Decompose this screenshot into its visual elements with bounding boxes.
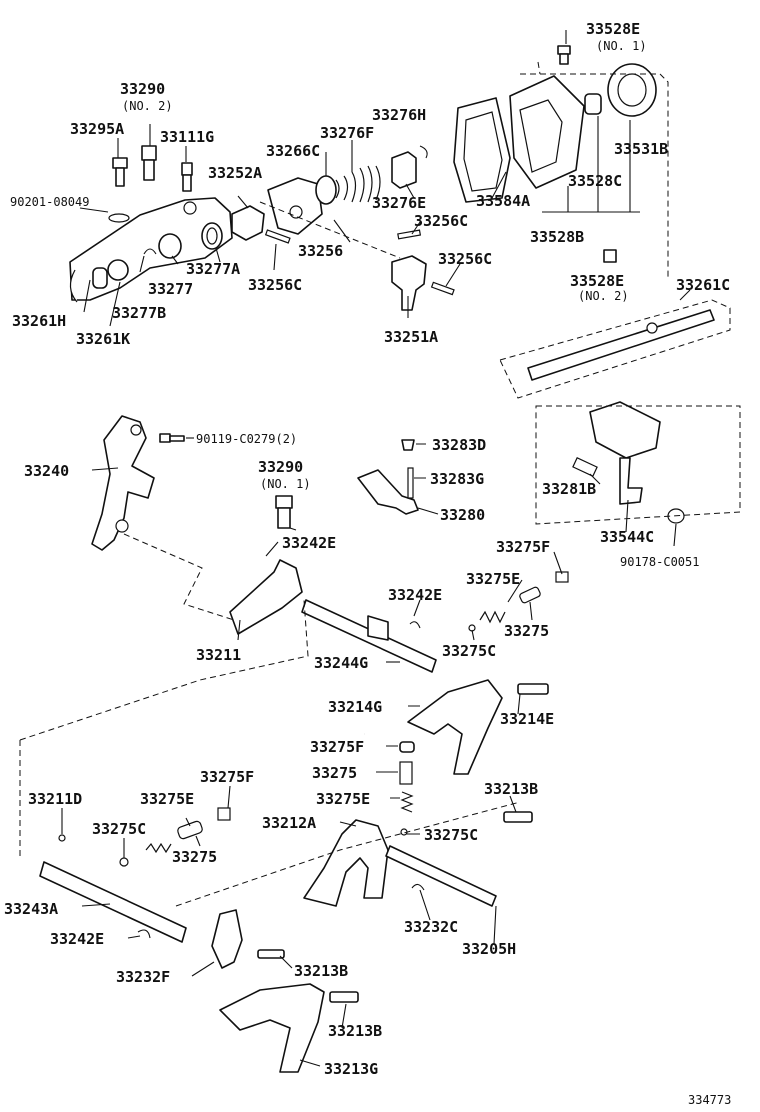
label-33276h: 33276H [372, 106, 426, 124]
label-33290-no2: 33290 [120, 80, 165, 98]
fork-33213g [175, 801, 521, 1073]
label-33252a: 33252A [208, 164, 262, 182]
fork-33212a [303, 741, 533, 907]
label-33256: 33256 [298, 242, 343, 260]
part-labels: 33528E (NO. 1) 33290 (NO. 2) 33295A 3311… [4, 20, 731, 1107]
label-33528b: 33528B [530, 228, 584, 246]
label-33528e-no2-note: (NO. 2) [578, 289, 629, 303]
bearing-retainer-assembly [453, 45, 669, 280]
label-33242e-c: 33242E [50, 930, 104, 948]
label-33275-a: 33275 [504, 622, 549, 640]
label-33275e-b: 33275E [140, 790, 194, 808]
label-33240: 33240 [24, 462, 69, 480]
label-33276f: 33276F [320, 124, 374, 142]
lever-33281b [535, 401, 741, 525]
label-33205h: 33205H [462, 940, 516, 958]
label-33261h: 33261H [12, 312, 66, 330]
diagram-id: 334773 [688, 1093, 731, 1107]
label-33211d: 33211D [28, 790, 82, 808]
label-33295a: 33295A [70, 120, 124, 138]
label-90178-c0051: 90178-C0051 [620, 555, 699, 569]
label-33213b-c: 33213B [328, 1022, 382, 1040]
label-33214g: 33214G [328, 698, 382, 716]
label-33256c-a: 33256C [414, 212, 468, 230]
label-33528e-no2: 33528E [570, 272, 624, 290]
label-33213g: 33213G [324, 1060, 378, 1078]
label-33244g: 33244G [314, 654, 368, 672]
label-33261k: 33261K [76, 330, 130, 348]
label-33275c-c: 33275C [424, 826, 478, 844]
label-33283d: 33283D [432, 436, 486, 454]
label-33211: 33211 [196, 646, 241, 664]
label-33251a: 33251A [384, 328, 438, 346]
label-33213b-a: 33213B [484, 780, 538, 798]
label-33275-c: 33275 [172, 848, 217, 866]
shift-fork-shaft-33244g [229, 495, 569, 673]
label-33242e-b: 33242E [388, 586, 442, 604]
label-33277b: 33277B [112, 304, 166, 322]
label-33283g: 33283G [430, 470, 484, 488]
label-33531b: 33531B [614, 140, 668, 158]
label-33528e-no1: 33528E [586, 20, 640, 38]
label-33277: 33277 [148, 280, 193, 298]
label-33584a: 33584A [476, 192, 530, 210]
label-33528e-no1-note: (NO. 1) [596, 39, 647, 53]
label-33214e: 33214E [500, 710, 554, 728]
label-33232f: 33232F [116, 968, 170, 986]
label-33213b-b: 33213B [294, 962, 348, 980]
label-33111g: 33111G [160, 128, 214, 146]
label-33290-no1: 33290 [258, 458, 303, 476]
label-33281b: 33281B [542, 480, 596, 498]
label-33242e-a: 33242E [282, 534, 336, 552]
label-33277a: 33277A [186, 260, 240, 278]
fork-shaft-33243a [39, 807, 231, 943]
label-33256c-b: 33256C [248, 276, 302, 294]
label-33275c-b: 33275C [92, 820, 146, 838]
label-33290-no2-note: (NO. 2) [122, 99, 173, 113]
label-33280: 33280 [440, 506, 485, 524]
leader-lines [61, 30, 691, 1067]
lever-33240 [91, 415, 235, 621]
label-33275e-c: 33275E [316, 790, 370, 808]
label-33212a: 33212A [262, 814, 316, 832]
label-33256c-c: 33256C [438, 250, 492, 268]
fork-33214g [407, 679, 549, 775]
label-33243a: 33243A [4, 900, 58, 918]
label-33528c: 33528C [568, 172, 622, 190]
label-33232c: 33232C [404, 918, 458, 936]
label-33275e-a: 33275E [466, 570, 520, 588]
housing-assembly [69, 145, 455, 311]
label-33290-no1-note: (NO. 1) [260, 477, 311, 491]
label-33544c: 33544C [600, 528, 654, 546]
label-33275f-c: 33275F [200, 768, 254, 786]
label-33276e: 33276E [372, 194, 426, 212]
label-90201-08049: 90201-08049 [10, 195, 89, 209]
shaft-33261c [499, 299, 731, 399]
shift-head-33280 [357, 439, 419, 515]
label-33275-b: 33275 [312, 764, 357, 782]
label-33275f-b: 33275F [310, 738, 364, 756]
label-33275f-a: 33275F [496, 538, 550, 556]
label-33261c: 33261C [676, 276, 730, 294]
label-33266c: 33266C [266, 142, 320, 160]
label-33275c-a: 33275C [442, 642, 496, 660]
label-90119-c0279: 90119-C0279(2) [196, 432, 297, 446]
